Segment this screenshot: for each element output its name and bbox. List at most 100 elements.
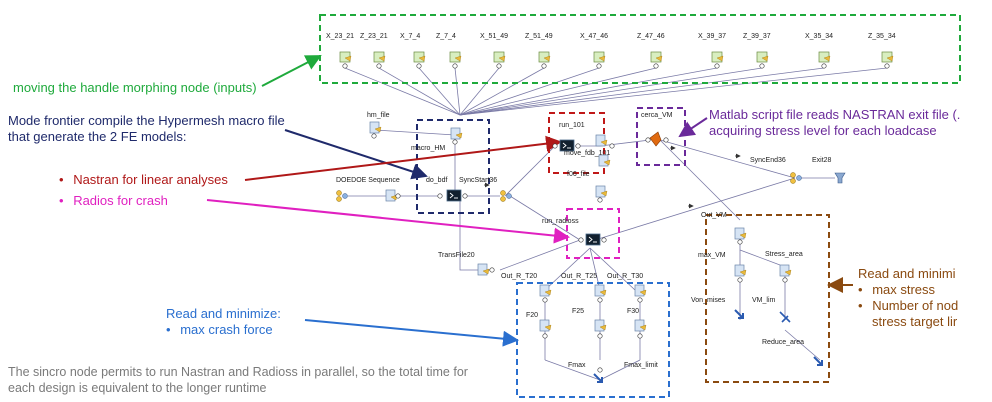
port-connector	[637, 333, 643, 339]
flow-wire	[599, 359, 641, 381]
port-connector	[782, 277, 788, 283]
label-f30: F30	[627, 308, 639, 315]
hm-file-icon	[369, 121, 382, 134]
input-node-icon	[711, 51, 724, 63]
exit-icon	[834, 172, 846, 184]
inputs-group-box	[319, 14, 961, 84]
label-sync-end: SyncEnd36	[750, 157, 786, 164]
port-connector	[496, 63, 502, 69]
port-connector	[395, 193, 401, 199]
label-run-radioss: run_radioss	[542, 218, 579, 225]
label-cerca-vm: cerca_VM	[641, 112, 673, 119]
label-trans-file: TransFile20	[438, 252, 475, 259]
port-connector	[452, 139, 458, 145]
nastran-arrow	[244, 135, 562, 181]
bullet-dot: •	[166, 322, 171, 337]
matlab-arrow	[678, 117, 708, 138]
input-wire	[454, 67, 461, 116]
input-node-icon	[881, 51, 894, 63]
annotation-sincro-line1: The sincro node permits to run Nastran a…	[8, 365, 468, 379]
label-out-r-t25: Out_R_T25	[561, 273, 597, 280]
port-connector	[884, 63, 890, 69]
input-wire	[459, 67, 825, 116]
input-wire	[459, 67, 718, 116]
input-wire	[459, 67, 763, 116]
annotation-matlab: Matlab script file reads NASTRAN exit fi…	[709, 107, 960, 139]
annotation-nastran: • Nastran for linear analyses	[59, 172, 228, 188]
trans-file-icon	[477, 263, 490, 276]
label-out-r-t20: Out_R_T20	[501, 273, 537, 280]
label-sync-start: SyncStart36	[459, 177, 497, 184]
annotation-compile-line1: Mode frontier compile the Hypermesh macr…	[8, 113, 285, 128]
input-node-label: X_35_34	[805, 33, 833, 40]
doe-icon	[336, 190, 348, 202]
matlab-group-box	[636, 107, 686, 166]
radioss-input-file-icon	[595, 185, 608, 198]
annotation-matlab-line1: Matlab script file reads NASTRAN exit fi…	[709, 107, 961, 122]
f30-calc-icon	[634, 319, 647, 332]
input-wire	[459, 67, 657, 116]
port-connector	[597, 297, 603, 303]
input-node-icon	[818, 51, 831, 63]
port-connector	[575, 143, 581, 149]
annotation-read-min-right: Read and minimi • max stress • Number of…	[858, 266, 958, 330]
label-doe-sequence: DOEDOE Sequence	[336, 177, 400, 184]
port-connector	[462, 193, 468, 199]
flow-wire	[599, 139, 651, 147]
fmax-output-icon	[593, 373, 603, 383]
input-node-icon	[593, 51, 606, 63]
f30-file-icon	[634, 284, 647, 297]
stress-group-box	[705, 214, 830, 383]
annotation-read-min-right-b2-l2: stress target lir	[872, 314, 958, 329]
annotation-matlab-line2: acquiring stress level for each loadcase	[709, 123, 937, 138]
port-connector	[737, 239, 743, 245]
label-max-vm: max_VM	[698, 252, 726, 259]
input-node-label: X_39_37	[698, 33, 726, 40]
port-connector	[542, 297, 548, 303]
input-node-label: Z_51_49	[525, 33, 553, 40]
port-connector	[821, 63, 827, 69]
flow-wire	[659, 139, 796, 179]
input-node-icon	[493, 51, 506, 63]
flow-wire	[459, 200, 490, 271]
port-connector	[597, 197, 603, 203]
annotation-radios-text: Radios for crash	[73, 193, 168, 208]
sync-start-icon	[500, 190, 512, 202]
f06-file-icon	[598, 154, 611, 167]
bullet-dot: •	[858, 298, 863, 313]
port-connector	[737, 277, 743, 283]
input-wire	[344, 67, 461, 116]
port-connector	[578, 237, 584, 243]
annotation-read-min-right-b1-row: • max stress	[858, 282, 958, 298]
annotation-nastran-text: Nastran for linear analyses	[73, 172, 228, 187]
workflow-labels: hm_file macro_HM do_bdf DOEDOE Sequence …	[336, 112, 832, 369]
annotation-sincro-line2: each design is equivalent to the longer …	[8, 381, 267, 395]
annotation-compile-line2: that generate the 2 FE models:	[8, 129, 187, 144]
read-min-left-arrow	[304, 319, 519, 347]
port-connector	[452, 63, 458, 69]
stress-area-icon	[779, 264, 792, 277]
annotation-inputs: moving the handle morphing node (inputs)	[13, 80, 257, 95]
run-101-command-icon	[559, 139, 575, 152]
label-fmax: Fmax	[568, 362, 586, 369]
input-node-label: X_51_49	[480, 33, 508, 40]
input-node-label: X_47_46	[580, 33, 608, 40]
input-node-label: Z_35_34	[868, 33, 896, 40]
f20-calc-icon	[539, 319, 552, 332]
matlab-icon	[649, 131, 662, 147]
input-node-icon	[449, 51, 462, 63]
port-connector	[416, 63, 422, 69]
input-node-icon	[538, 51, 551, 63]
label-macro-hm: macro_HM	[411, 145, 445, 152]
flow-wire	[594, 177, 796, 241]
input-wire	[418, 67, 461, 116]
input-node-label: Z_39_37	[743, 33, 771, 40]
reduce-area-output-icon	[813, 356, 823, 366]
port-connector	[541, 63, 547, 69]
input-node-icon	[339, 51, 352, 63]
input-node-icon	[413, 51, 426, 63]
annotation-read-min-right-title: Read and minimi	[858, 266, 956, 281]
annotation-read-min-right-b1: max stress	[872, 282, 936, 297]
